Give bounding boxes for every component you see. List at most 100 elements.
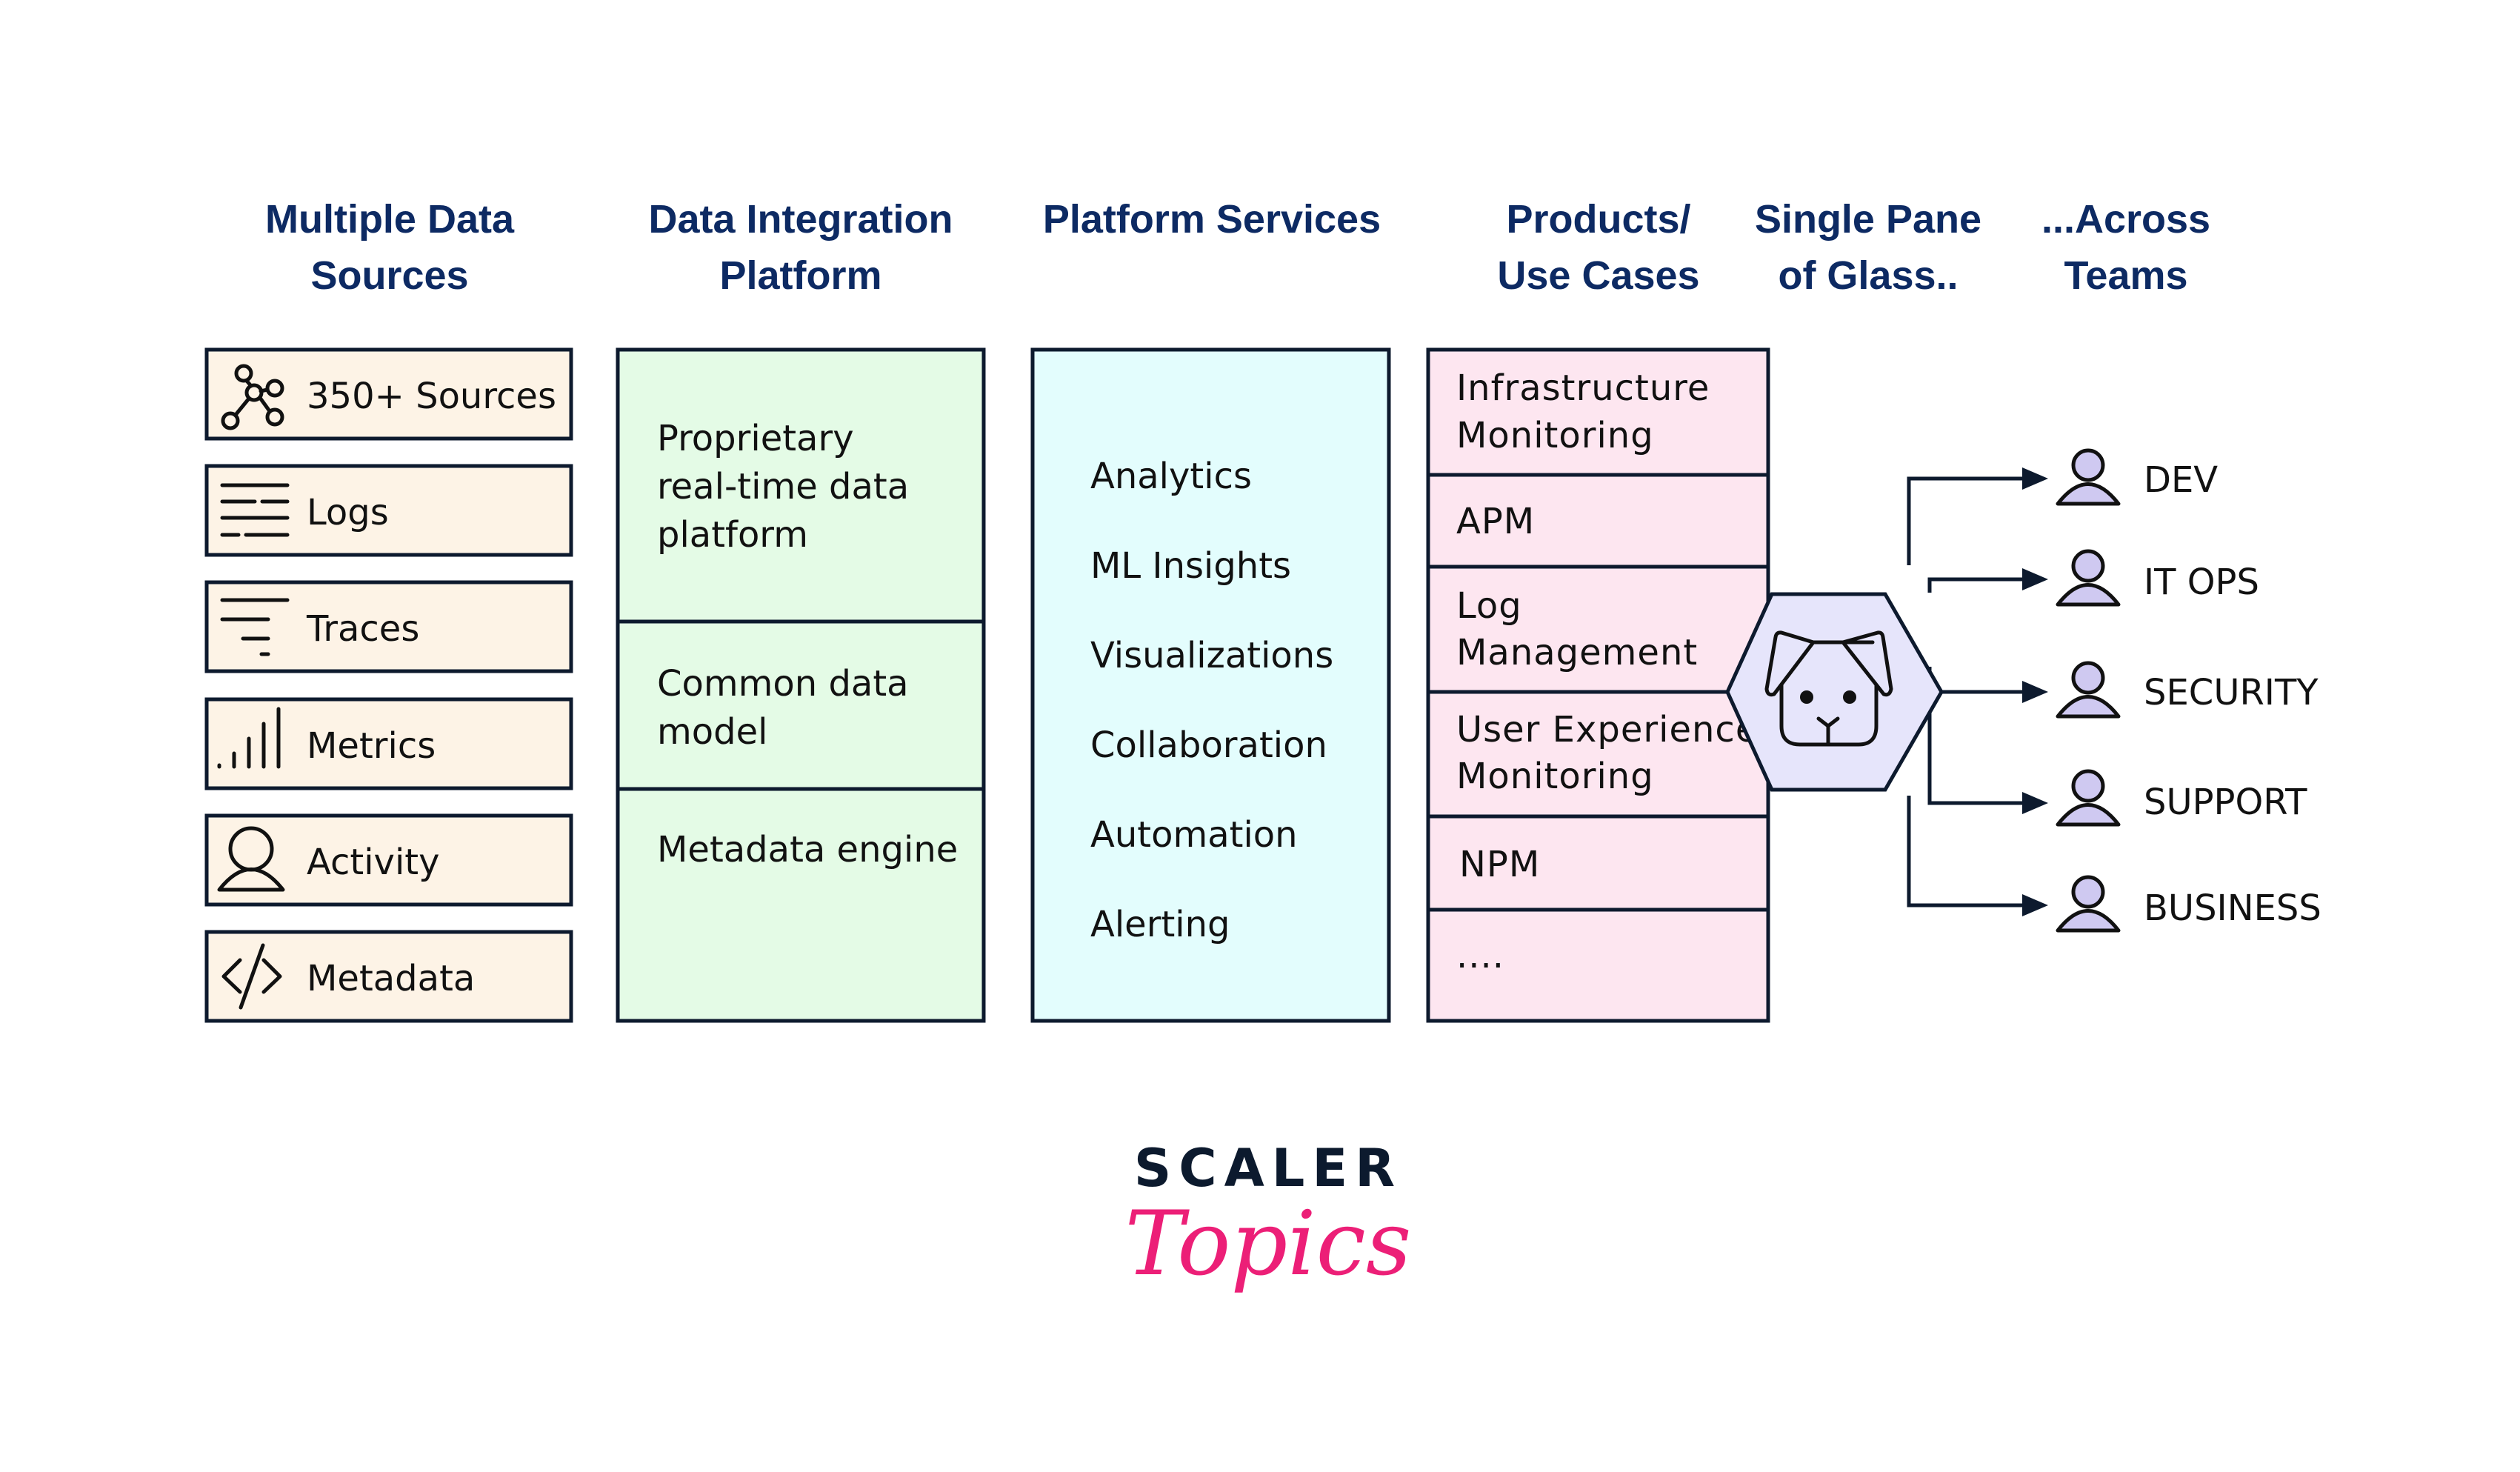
service-item: ML Insights [1090,545,1291,587]
section-text: model [657,711,767,753]
dog-face-icon [1764,630,1893,747]
source-item: Activity [204,813,573,907]
header-line: Single Pane [1755,197,1981,242]
team-label: DEV [2144,459,2218,501]
sources-column: 350+ Sources Logs Traces [204,347,573,1023]
header-line: Sources [310,253,468,298]
source-box [204,347,573,441]
source-label: Logs [307,492,389,533]
header-services: Platform Services [1043,197,1381,242]
services-column: Analytics ML Insights Visualizations Col… [1030,347,1391,1023]
source-box [204,697,573,790]
product-text: User Experience [1456,709,1758,750]
integration-panel [616,347,986,1023]
products-column: Infrastructure Monitoring APM Log Manage… [1426,347,1770,1023]
product-text: Monitoring [1456,756,1654,797]
integration-section-metadata: Metadata engine [657,829,958,870]
teams-list: DEV IT OPS SECURITY SUPPORT [2056,448,2321,933]
service-item: Collaboration [1090,725,1327,766]
header-line: ...Across [2041,197,2210,242]
header-sources: Multiple Data Sources [265,197,515,298]
header-teams: ...Across Teams [2041,197,2210,298]
section-text: Metadata engine [657,829,958,870]
product-apm: APM [1456,501,1534,542]
source-item: 350+ Sources [204,347,573,441]
product-text: Infrastructure [1456,367,1710,409]
product-npm: NPM [1459,844,1540,885]
team-label: SUPPORT [2144,782,2307,823]
team-it-ops[interactable]: IT OPS [2056,549,2259,607]
product-text: Log [1456,585,1522,627]
header-products: Products/ Use Cases [1497,197,1699,298]
source-label: Metrics [307,725,436,767]
section-text: platform [657,514,808,556]
team-label: SECURITY [2144,672,2319,713]
header-single-pane: Single Pane of Glass.. [1755,197,1981,298]
team-dev[interactable]: DEV [2056,448,2218,506]
section-text: Common data [657,663,909,705]
team-label: IT OPS [2144,562,2259,603]
source-box [204,930,573,1023]
team-business[interactable]: BUSINESS [2056,875,2321,933]
team-security[interactable]: SECURITY [2056,661,2319,719]
source-item: Traces [204,580,573,673]
service-item: Analytics [1090,456,1252,497]
arrow-head [2022,568,2048,590]
integration-section-data-model: Common data model [657,663,909,753]
network-nodes-icon [221,364,284,430]
service-item: Alerting [1090,904,1230,945]
arrow-head [2022,681,2048,703]
single-pane-hub [1725,592,1944,792]
logo-scaler: SCALER [1134,1138,1402,1199]
bar-signal-icon [217,707,281,769]
log-lines-icon [220,483,290,537]
source-label: 350+ Sources [307,376,556,417]
header-line: Teams [2064,253,2187,298]
product-text: NPM [1459,844,1540,885]
header-line: Use Cases [1497,253,1699,298]
product-user-experience-monitoring: User Experience Monitoring [1456,709,1758,797]
product-infrastructure-monitoring: Infrastructure Monitoring [1456,367,1710,456]
logo-topics: Topics [1125,1193,1412,1296]
team-user-icon [2056,661,2121,719]
source-label: Traces [306,608,419,650]
team-support[interactable]: SUPPORT [2056,769,2307,827]
team-user-icon [2056,549,2121,607]
traces-icon [220,598,290,656]
header-line: Platform [719,253,881,298]
section-text: real-time data [657,466,909,507]
arrow-head [2022,894,2048,916]
hub-hexagon [1725,592,1944,792]
source-box [204,464,573,557]
section-text: Proprietary [657,418,854,459]
services-panel [1030,347,1391,1023]
source-label: Metadata [307,958,475,999]
header-line: Platform Services [1043,197,1381,242]
team-user-icon [2056,769,2121,827]
header-line: Products/ [1506,197,1690,242]
scaler-topics-logo: SCALER Topics [1125,1138,1412,1296]
arrow-head [2022,792,2048,814]
source-item: Metadata [204,930,573,1023]
user-icon [217,826,285,892]
header-integration: Data Integration Platform [648,197,953,298]
team-user-icon [2056,448,2121,506]
source-item: Metrics [204,697,573,790]
source-label: Activity [307,842,440,883]
team-user-icon [2056,875,2121,933]
product-text: Management [1456,632,1698,673]
integration-column: Proprietary real-time data platform Comm… [616,347,986,1023]
product-text: Monitoring [1456,415,1654,456]
product-text: .... [1456,935,1504,976]
product-more: .... [1456,935,1504,976]
header-line: Multiple Data [265,197,515,242]
source-item: Logs [204,464,573,557]
service-item: Automation [1090,814,1298,856]
product-log-management: Log Management [1456,585,1698,673]
header-line: Data Integration [648,197,953,242]
service-item: Visualizations [1090,635,1333,676]
header-line: of Glass.. [1778,253,1958,298]
code-icon [221,943,282,1010]
integration-section-realtime: Proprietary real-time data platform [657,418,909,556]
